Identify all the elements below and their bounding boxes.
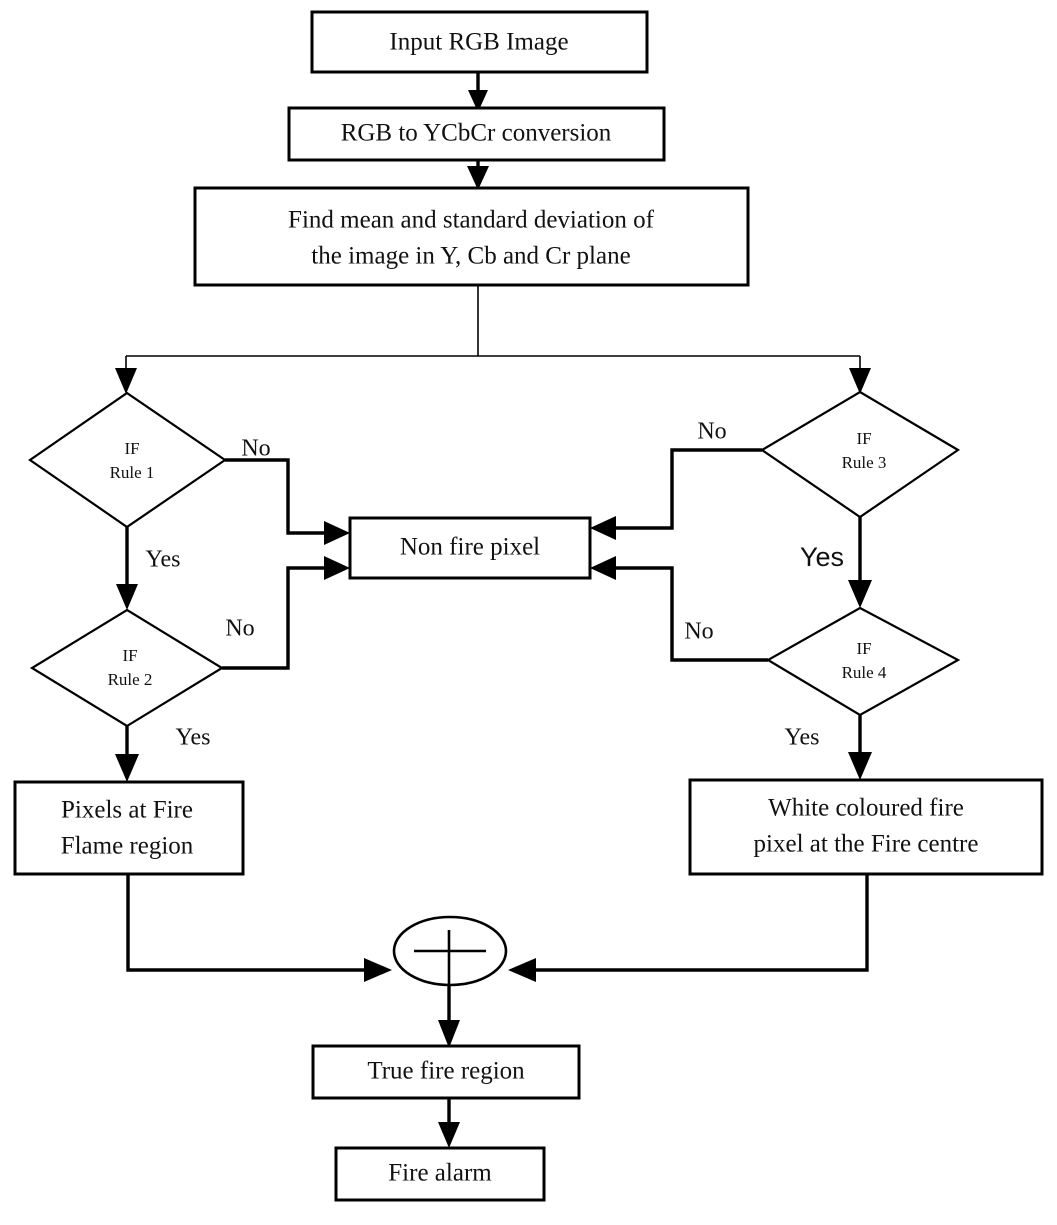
edge-label-rule1-yes: Yes: [146, 547, 181, 573]
node-rgb-to-ycbcr[interactable]: RGB to YCbCr conversion: [287, 106, 666, 162]
edge-rule3-yes: [848, 517, 872, 608]
node-rgb-to-ycbcr-label: RGB to YCbCr conversion: [341, 120, 612, 147]
node-white-fire-pixel-line1: White coloured fire: [768, 795, 964, 822]
node-true-fire-region[interactable]: True fire region: [311, 1044, 581, 1100]
node-non-fire-pixel-label: Non fire pixel: [400, 534, 540, 561]
edge-rule2-no: [222, 556, 350, 670]
node-non-fire-pixel[interactable]: Non fire pixel: [348, 516, 592, 580]
edge-rule1-yes: [116, 527, 138, 610]
edge-truefire-to-alarm: [438, 1098, 460, 1148]
edge-rule4-no: [590, 556, 768, 662]
edge-label-rule1-no: No: [241, 436, 270, 462]
edge-rule3-no: [590, 448, 762, 540]
node-decision-rule-2-line2: Rule 2: [108, 670, 153, 689]
node-decision-rule-3-line1: IF: [856, 429, 871, 448]
edge-label-rule3-no: No: [697, 419, 726, 445]
edge-input-to-ycbcr: [468, 72, 488, 112]
node-decision-rule-1-line1: IF: [124, 439, 139, 458]
node-decision-rule-2[interactable]: IF Rule 2: [29, 608, 225, 728]
node-input-rgb-image[interactable]: Input RGB Image: [310, 10, 649, 74]
node-fire-flame-region[interactable]: Pixels at Fire Flame region: [13, 780, 245, 876]
node-find-mean-std-line2: the image in Y, Cb and Cr plane: [311, 243, 630, 270]
node-decision-rule-4[interactable]: IF Rule 4: [765, 606, 961, 717]
edge-label-rule2-yes: Yes: [176, 725, 211, 751]
node-true-fire-region-label: True fire region: [367, 1058, 525, 1085]
edge-ycbcr-to-stats: [467, 158, 489, 190]
node-decision-rule-3-line2: Rule 3: [842, 453, 887, 472]
edge-white-to-sum: [508, 874, 869, 982]
node-fire-flame-region-line1: Pixels at Fire: [61, 797, 193, 824]
node-decision-rule-2-line1: IF: [122, 646, 137, 665]
edge-sum-to-true-fire: [438, 985, 460, 1048]
node-decision-rule-3[interactable]: IF Rule 3: [759, 390, 961, 519]
node-decision-rule-4-line2: Rule 4: [842, 663, 887, 682]
node-fire-flame-region-line2: Flame region: [61, 833, 194, 860]
edge-label-rule4-yes: Yes: [785, 725, 820, 751]
node-white-fire-pixel-line2: pixel at the Fire centre: [754, 831, 979, 858]
node-find-mean-std[interactable]: Find mean and standard deviation of the …: [193, 186, 750, 287]
node-fire-alarm[interactable]: Fire alarm: [334, 1146, 546, 1202]
node-decision-rule-1[interactable]: IF Rule 1: [28, 391, 227, 529]
edge-label-rule4-no: No: [684, 619, 713, 645]
edge-stats-to-split: [115, 285, 871, 394]
edge-rule1-no: [225, 458, 350, 545]
edge-label-rule2-no: No: [225, 616, 254, 642]
node-summing-junction[interactable]: [392, 915, 508, 987]
node-decision-rule-1-line2: Rule 1: [110, 463, 155, 482]
node-white-fire-pixel[interactable]: White coloured fire pixel at the Fire ce…: [688, 778, 1044, 876]
node-fire-alarm-label: Fire alarm: [388, 1160, 492, 1187]
node-input-rgb-image-label: Input RGB Image: [389, 29, 568, 56]
edge-label-rule3-yes: Yes: [800, 542, 844, 572]
node-find-mean-std-line1: Find mean and standard deviation of: [288, 207, 655, 234]
edge-flame-to-sum: [126, 874, 392, 982]
node-decision-rule-4-line1: IF: [856, 639, 871, 658]
